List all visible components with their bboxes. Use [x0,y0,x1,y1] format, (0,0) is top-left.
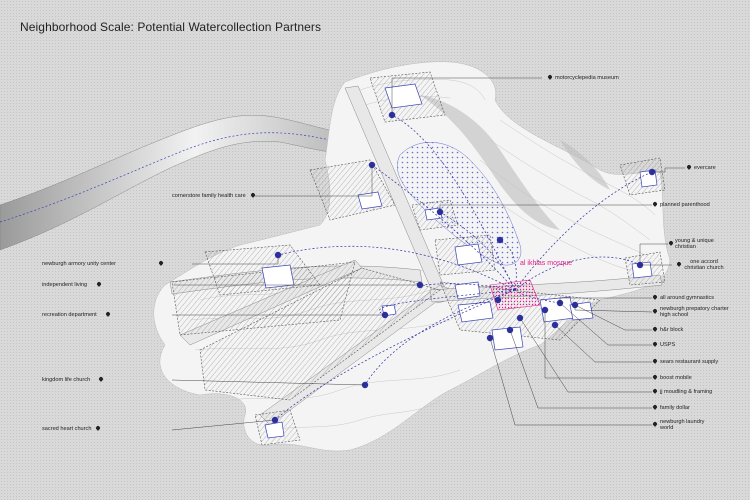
building-gym [454,281,481,300]
location-pin-icon [652,359,657,365]
building-strip [457,301,494,323]
label-one-accord: one accord christian church [684,259,724,272]
location-pin-icon [652,389,657,395]
label-sacred-heart: sacred heart church [42,426,92,432]
location-pin-icon [652,405,657,411]
label-hr-block: h&r block [660,327,684,333]
location-pin-icon [652,422,657,428]
label-recreation: recreation department [42,312,97,318]
label-cornerstore: cornerstore family health care [172,193,246,199]
label-armory: newburgh armory unity center [42,261,116,267]
location-pin-icon [105,312,110,318]
label-jj: jj moudling & framing [660,389,713,395]
building-sacred [264,421,285,439]
label-boost: boost mobile [660,375,692,381]
label-evercare: evercare [694,165,716,171]
location-pin-icon [652,375,657,381]
location-pin-icon [676,262,681,268]
location-pin-icon [652,327,657,333]
page-title: Neighborhood Scale: Potential Watercolle… [20,20,322,34]
location-pin-icon [547,75,552,81]
label-sears: sears restaurant supply [660,359,719,365]
parcel-strip [439,281,601,341]
location-pin-icon [668,241,673,247]
location-pin-icon [652,202,657,208]
location-pin-icon [98,377,103,383]
location-pin-icon [158,261,163,267]
label-usps: USPS [660,342,676,348]
mosque-label: al ikhlas mosque [520,260,573,267]
label-gymnastics: all around gymnastics [660,295,715,301]
location-pin-icon [250,193,255,199]
label-family-dollar: family dollar [660,405,690,411]
label-independent-living: independent living [42,282,88,288]
location-pin-icon [686,165,691,171]
location-pin-icon [96,282,101,288]
location-pin-icon [652,342,657,348]
parcel-kingdom [199,267,441,401]
building-motorcyclepedia [384,83,423,109]
label-laundry: newburgh laundry world [660,419,705,432]
label-young-unique: young & unique christian [675,238,714,251]
label-prepatory: newburgh prepatory charter high school [660,306,729,319]
location-pin-icon [95,426,100,432]
label-motorcyclepedia: motorcyclepedia museum [555,75,619,81]
location-pin-icon [652,309,657,315]
building-young [454,243,483,266]
location-pin-icon [652,295,657,301]
label-planned-parenthood: planned parenthood [660,202,710,208]
building-cornerstore [357,191,383,210]
label-kingdom: kingdom life church [42,377,91,383]
building-armory [261,264,295,289]
